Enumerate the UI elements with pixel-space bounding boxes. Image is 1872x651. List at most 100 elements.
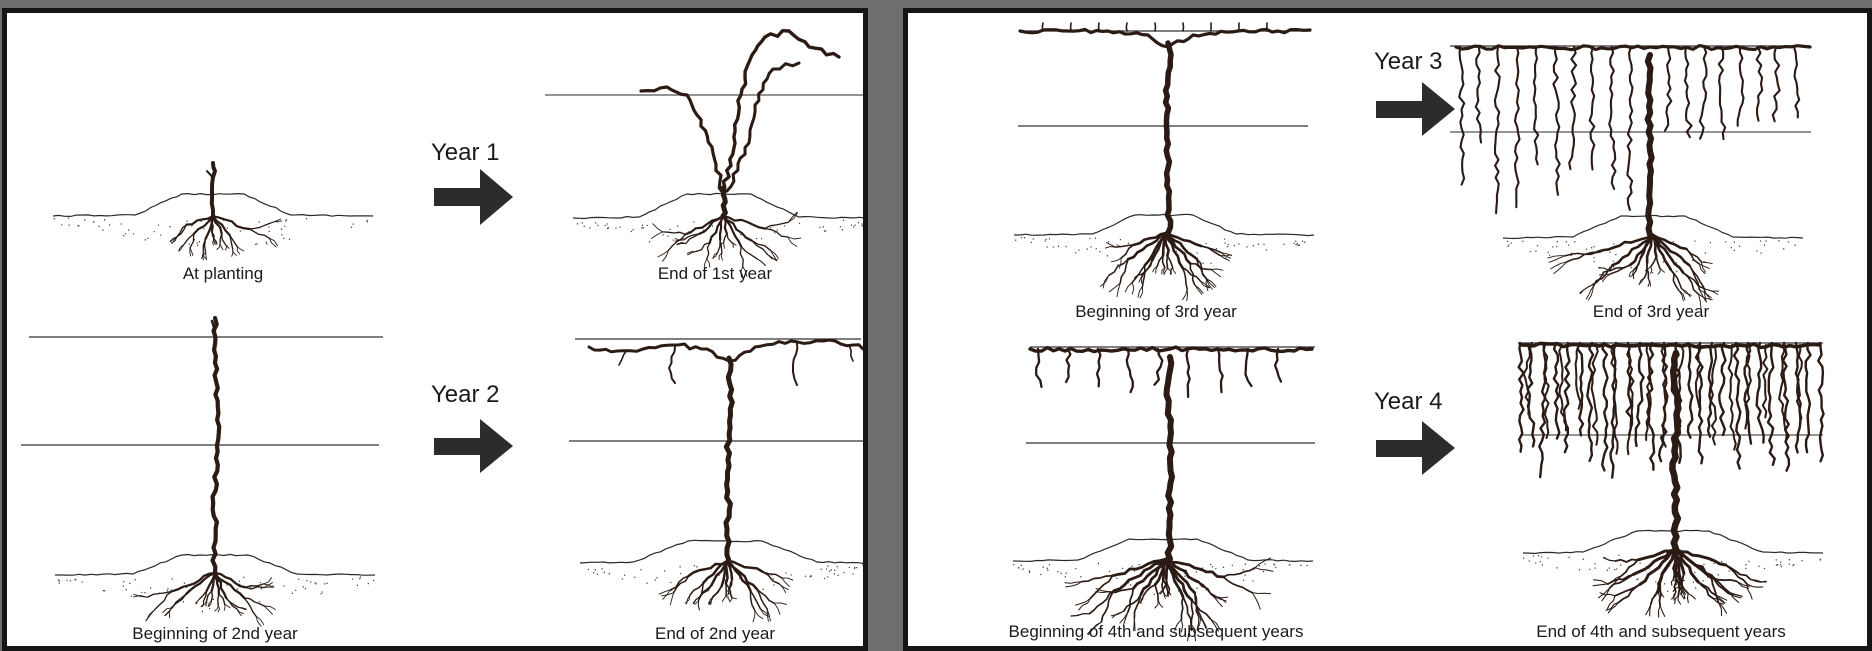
root — [218, 594, 219, 606]
root — [1615, 560, 1637, 563]
stage-caption-end-4th-year: End of 4th and subsequent years — [1536, 622, 1786, 642]
root — [1168, 268, 1171, 274]
root — [1551, 262, 1567, 269]
root — [1223, 577, 1252, 593]
root — [662, 232, 685, 235]
hanging-shoot — [1476, 47, 1481, 143]
hanging-shoot — [1602, 343, 1607, 470]
stage-caption-end-3rd-year: End of 3rd year — [1593, 302, 1709, 322]
hanging-shoot — [1036, 349, 1041, 387]
root — [1158, 600, 1163, 607]
root — [220, 234, 222, 245]
root — [1163, 256, 1165, 268]
spur — [1155, 23, 1156, 31]
root — [669, 234, 686, 250]
root — [1255, 558, 1270, 568]
right-illustration — [908, 13, 1867, 646]
shoot — [669, 346, 675, 383]
root — [1183, 597, 1191, 619]
year-3-label: Year 3 — [1374, 48, 1443, 76]
root — [146, 610, 155, 621]
root — [1651, 584, 1659, 604]
hanging-shoot — [1534, 47, 1539, 164]
hanging-shoot — [1609, 47, 1615, 189]
root — [1656, 256, 1659, 267]
hanging-shoot — [1564, 343, 1569, 452]
hanging-shoot — [1665, 47, 1671, 131]
left-illustration — [7, 13, 863, 646]
root — [724, 234, 727, 243]
hanging-shoot — [1768, 343, 1775, 465]
root — [713, 253, 718, 259]
ground-line — [580, 540, 863, 563]
root — [687, 595, 691, 604]
root — [671, 576, 689, 590]
hanging-shoot — [1275, 349, 1281, 382]
root — [753, 611, 755, 622]
root — [1211, 269, 1223, 270]
root — [765, 229, 788, 237]
root — [718, 240, 721, 253]
root — [215, 606, 219, 611]
root — [653, 224, 663, 232]
root — [1639, 278, 1644, 285]
root — [1183, 268, 1188, 289]
root — [1155, 600, 1158, 608]
root — [722, 596, 726, 602]
stage-caption-end-2nd-year: End of 2nd year — [655, 624, 775, 644]
hanging-shoot — [1515, 47, 1520, 207]
root — [1134, 595, 1141, 618]
trunk — [726, 358, 732, 561]
root — [1671, 580, 1673, 586]
spur — [1126, 23, 1127, 31]
root — [1688, 593, 1695, 599]
root — [1216, 596, 1228, 598]
root — [1171, 267, 1172, 274]
root — [1128, 589, 1133, 613]
hanging-shoot — [1719, 47, 1725, 139]
year-1-arrow — [434, 169, 513, 225]
root — [1090, 591, 1114, 614]
hanging-shoot — [1738, 47, 1744, 126]
root — [1580, 285, 1593, 293]
hanging-shoot — [1719, 343, 1725, 435]
root — [727, 234, 732, 243]
trunk — [1166, 43, 1171, 233]
root — [698, 600, 699, 610]
root — [1167, 256, 1168, 269]
year-4-arrow — [1376, 421, 1455, 475]
root — [263, 578, 271, 584]
hanging-shoot — [1569, 47, 1576, 169]
root — [1634, 271, 1636, 279]
shoot — [723, 31, 839, 193]
shoot — [793, 343, 797, 385]
root — [207, 591, 212, 600]
root — [652, 232, 663, 239]
hanging-shoot — [1818, 343, 1823, 461]
root — [741, 247, 757, 259]
cordon-right — [1168, 29, 1310, 47]
shoot — [727, 63, 799, 191]
hanging-shoot — [1559, 345, 1566, 430]
root — [663, 250, 669, 261]
hanging-shoot — [1636, 343, 1644, 446]
hanging-shoot — [1097, 349, 1100, 386]
root — [1173, 267, 1176, 273]
hanging-shoot — [1773, 47, 1780, 121]
stage-caption-at-planting: At planting — [183, 264, 263, 284]
hanging-shoot — [1587, 343, 1593, 461]
root — [1181, 597, 1183, 620]
left-panel: At planting End of 1st year Beginning of… — [2, 8, 868, 651]
spur — [1183, 23, 1184, 31]
root — [1223, 568, 1255, 577]
stage-caption-beginning-2nd-year: Beginning of 2nd year — [132, 624, 297, 644]
root — [1688, 593, 1689, 602]
hanging-shoot — [1459, 47, 1464, 185]
root — [211, 591, 212, 601]
root — [1105, 247, 1115, 249]
trunk — [1167, 357, 1173, 559]
root — [674, 576, 689, 593]
root — [1678, 595, 1681, 604]
hanging-shoot — [1578, 343, 1584, 435]
root — [1112, 258, 1122, 262]
